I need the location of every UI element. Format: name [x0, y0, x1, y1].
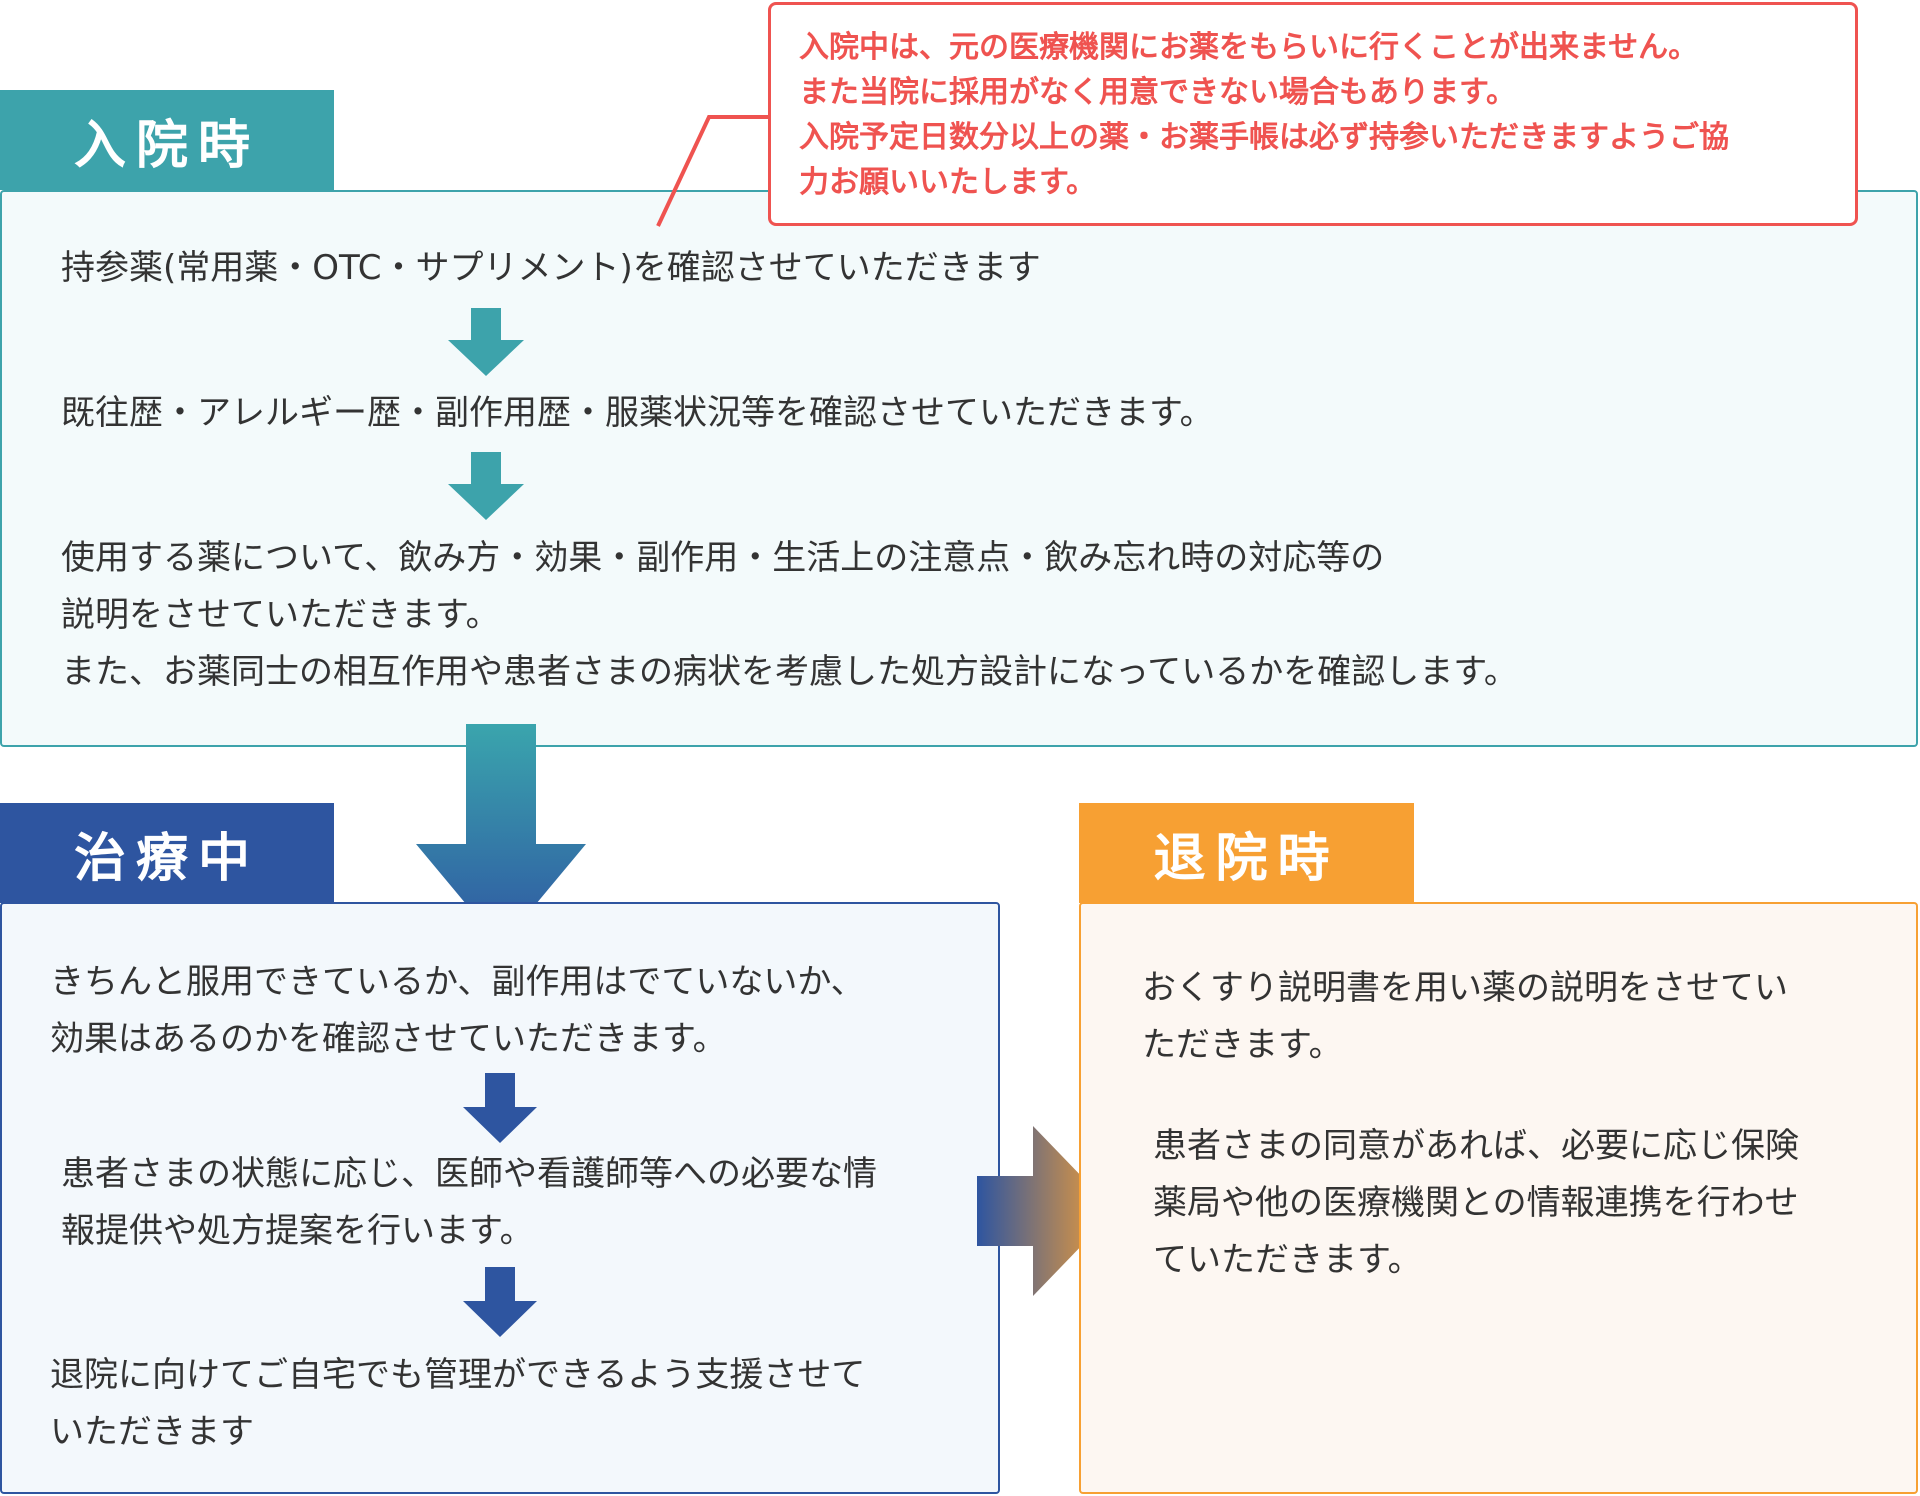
- discharge-box: [1079, 902, 1918, 1494]
- big-right-arrow-icon: [977, 1126, 1115, 1296]
- admission-step-3-line: また、お薬同士の相互作用や患者さまの病状を考慮した処方設計になっているかを確認し…: [61, 652, 1518, 692]
- notice-line: 入院中は、元の医療機関にお薬をもらいに行くことが出来ません。: [799, 30, 1699, 65]
- notice-line: 入院予定日数分以上の薬・お薬手帳は必ず持参いただきますようご協: [799, 120, 1729, 155]
- treatment-step-1-line: きちんと服用できているか、副作用はでていないか、: [50, 962, 865, 1002]
- discharge-step-1-line: おくすり説明書を用い薬の説明をさせてい: [1142, 968, 1788, 1008]
- discharge-step-2-line: ていただきます。: [1153, 1240, 1422, 1280]
- treatment-step-3-line: 退院に向けてご自宅でも管理ができるよう支援させて: [50, 1355, 866, 1395]
- treatment-step-2-line: 報提供や処方提案を行います。: [61, 1211, 534, 1251]
- down-arrow-icon: [448, 308, 524, 376]
- note-leader-line: [656, 115, 768, 227]
- admission-title-tab: 入院時: [0, 90, 334, 190]
- big-down-arrow-icon: [416, 724, 586, 946]
- admission-step-1: 持参薬(常用薬・OTC・サプリメント)を確認させていただきます: [61, 248, 1041, 288]
- down-arrow-icon: [463, 1073, 537, 1143]
- discharge-step-1-line: ただきます。: [1142, 1025, 1343, 1065]
- down-arrow-icon: [463, 1267, 537, 1337]
- treatment-title-tab: 治療中: [0, 803, 334, 903]
- admission-box: [0, 190, 1918, 747]
- admission-title: 入院時: [73, 115, 260, 176]
- discharge-step-2-line: 患者さまの同意があれば、必要に応じ保険: [1153, 1126, 1799, 1166]
- down-arrow-icon: [448, 452, 524, 520]
- treatment-step-2-line: 患者さまの状態に応じ、医師や看護師等への必要な情: [61, 1154, 877, 1194]
- discharge-title: 退院時: [1153, 828, 1340, 889]
- treatment-step-1-line: 効果はあるのかを確認させていただきます。: [50, 1019, 727, 1059]
- notice-line: また当院に採用がなく用意できない場合もあります。: [799, 75, 1516, 110]
- treatment-step-3-line: いただきます: [50, 1412, 254, 1452]
- admission-step-3-line: 使用する薬について、飲み方・効果・副作用・生活上の注意点・飲み忘れ時の対応等の: [61, 538, 1385, 578]
- admission-step-2: 既往歴・アレルギー歴・副作用歴・服薬状況等を確認させていただきます。: [61, 393, 1214, 433]
- notice-callout: 入院中は、元の医療機関にお薬をもらいに行くことが出来ません。 また当院に採用がな…: [768, 2, 1858, 226]
- notice-line: 力お願いいたします。: [799, 165, 1096, 200]
- discharge-step-2-line: 薬局や他の医療機関との情報連携を行わせ: [1153, 1183, 1799, 1223]
- treatment-title: 治療中: [73, 828, 260, 889]
- discharge-title-tab: 退院時: [1079, 803, 1414, 903]
- treatment-box: [0, 902, 1000, 1494]
- admission-step-3-line: 説明をさせていただきます。: [61, 595, 500, 635]
